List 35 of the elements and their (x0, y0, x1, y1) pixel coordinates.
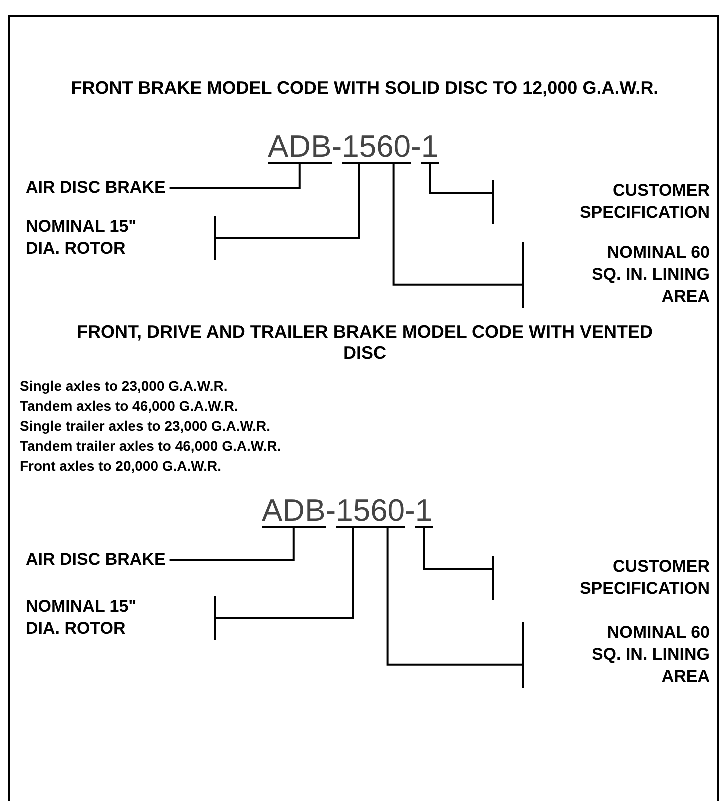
leader-line (392, 164, 522, 286)
leader-line (170, 164, 301, 189)
bracketed-label: NOMINAL 60 SQ. IN. LINING AREA (522, 242, 710, 308)
bracketed-label: NOMINAL 60 SQ. IN. LINING AREA (522, 622, 710, 688)
leader-line (216, 528, 354, 619)
bracketed-label: CUSTOMER SPECIFICATION (492, 180, 710, 224)
spec-note: Front axles to 20,000 G.A.W.R. (20, 457, 222, 476)
code-segment: ADB (268, 131, 332, 164)
bracketed-label: NOMINAL 15" DIA. ROTOR (26, 596, 216, 640)
leader-line (429, 164, 492, 194)
bracketed-label: CUSTOMER SPECIFICATION (492, 556, 710, 600)
code-segment: 15 (342, 131, 377, 164)
spec-note: Tandem axles to 46,000 G.A.W.R. (20, 397, 238, 416)
code-separator: - (405, 495, 416, 526)
code-segment: 60 (376, 131, 412, 164)
leader-line (386, 528, 522, 666)
code-segment: 60 (370, 495, 406, 528)
leader-line (423, 528, 492, 570)
bracketed-label: NOMINAL 15" DIA. ROTOR (26, 216, 216, 260)
part-label: AIR DISC BRAKE (26, 549, 166, 571)
code-separator: - (326, 495, 336, 526)
section-heading: FRONT BRAKE MODEL CODE WITH SOLID DISC TO 12,000 G.A.W.R. (70, 78, 660, 99)
code-separator: - (411, 131, 422, 162)
leader-line (170, 528, 295, 561)
code-segment: ADB (262, 495, 326, 528)
spec-note: Single trailer axles to 23,000 G.A.W.R. (20, 417, 271, 436)
code-segment: 1 (421, 131, 439, 164)
section-heading: FRONT, DRIVE AND TRAILER BRAKE MODEL CODE WITH VENTED DISC (76, 322, 654, 364)
part-label: AIR DISC BRAKE (26, 177, 166, 199)
code-segment: 15 (336, 495, 371, 528)
leader-line (216, 164, 360, 239)
spec-note: Single axles to 23,000 G.A.W.R. (20, 377, 228, 396)
code-segment: 1 (415, 495, 433, 528)
spec-note: Tandem trailer axles to 46,000 G.A.W.R. (20, 437, 282, 456)
code-separator: - (332, 131, 342, 162)
